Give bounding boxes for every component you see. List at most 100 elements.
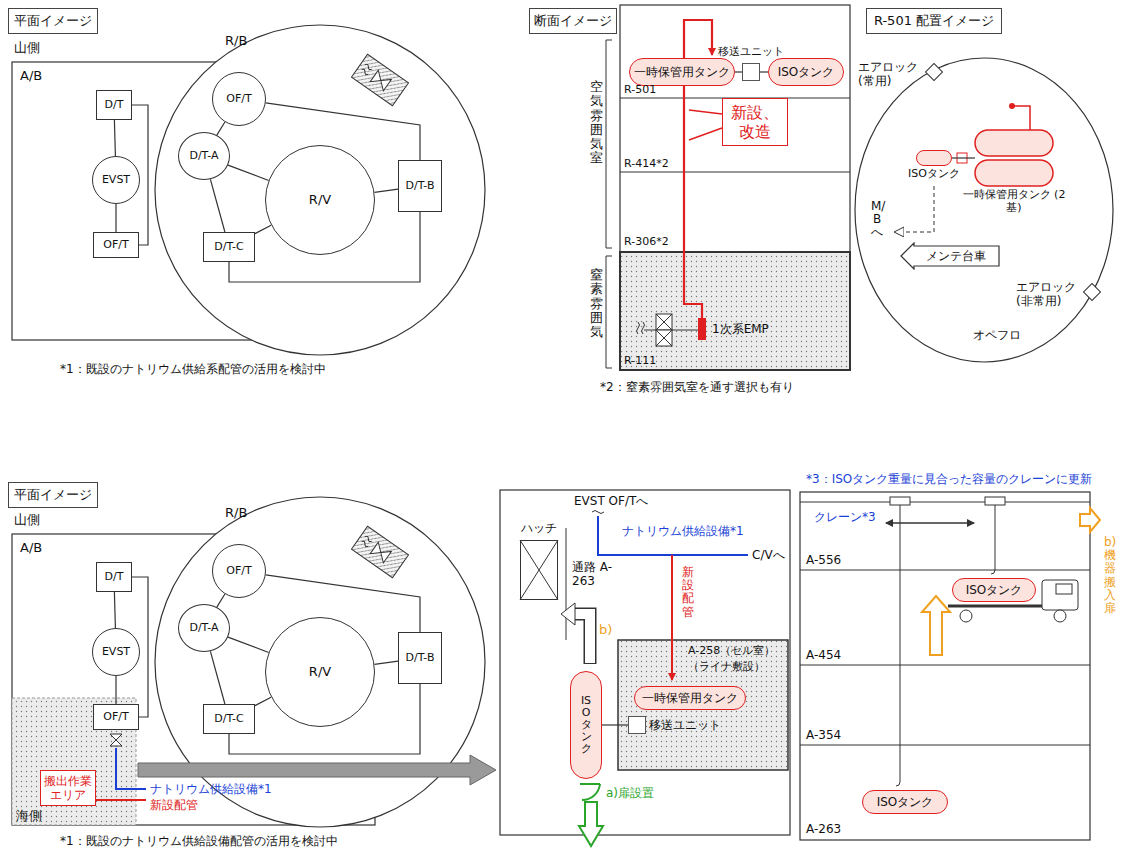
title-tag: R-501 配置イメージ [866, 8, 1002, 34]
zone-label: 空気雰囲気室 [590, 80, 603, 166]
tank-pill: 一時保管用タンク [634, 686, 746, 710]
cell-room: A-258（セル室）（ライナ敷設）一時保管用タンク移送ユニット [618, 640, 788, 770]
side-label: 山側 [14, 512, 40, 528]
node-text: OF/T [103, 238, 128, 251]
title-tag: 断面イメージ [529, 8, 617, 34]
connector-line [255, 697, 271, 705]
connector-line [602, 724, 628, 725]
tank-pill: ISOタンク [570, 671, 602, 779]
connector-line [114, 120, 115, 156]
node-text: OF/T [226, 92, 251, 105]
connector-line [115, 676, 116, 704]
floor-label: A-556 [806, 553, 841, 567]
tank-box: D/T [96, 90, 132, 120]
airlock-label: エアロック (非常用) [1016, 280, 1082, 309]
node-text: ISOタンク [581, 695, 592, 755]
route-label: b)機器搬入扉 [1104, 536, 1116, 615]
tank-circle: D/T-A [178, 132, 230, 180]
node-text: （ライナ敷設） [688, 660, 765, 673]
floor-circle: オペフロISOタンク一時保管用タンク (2基)メンテ台車 [855, 58, 1113, 362]
node-text: ISOタンク [877, 795, 934, 809]
room-label: R-501 [624, 83, 656, 96]
connector-line [210, 179, 225, 232]
connector-line [760, 71, 768, 72]
pipe-label: ナトリウム供給設備*1 [622, 524, 744, 538]
node-text: A/B [20, 68, 42, 84]
room-label: 通路 A-263 [572, 560, 614, 589]
tank-pill: ISOタンク [768, 58, 844, 86]
node-text: D/T [105, 570, 124, 583]
node-text: オペフロ [973, 328, 1021, 342]
reactor-building: R/BOF/TD/T-AR/VD/T-BD/T-C [155, 497, 485, 827]
connector-line [375, 661, 399, 664]
connector-line [255, 225, 271, 233]
node-text: R-501 配置イメージ [874, 13, 994, 29]
title-tag: 平面イメージ [8, 482, 98, 508]
tank-box: D/T-B [398, 160, 442, 212]
node-text: 一時保管用タンク [634, 65, 730, 79]
floor-label: A-263 [806, 822, 841, 836]
work-area-box: 搬出作業エリア [40, 770, 96, 806]
node-text: D/T [105, 98, 124, 111]
floor-label: A-454 [806, 648, 841, 662]
tank-box: D/T-C [203, 704, 255, 734]
tank-pair: 一時保管用タンク (2基) [975, 130, 1053, 186]
node-text: A/B [20, 540, 42, 556]
route-label: b) [599, 622, 612, 638]
pipe-label: ナトリウム供給設備*1 [150, 782, 272, 796]
node-text: ハッチ [521, 521, 557, 535]
tank-box: D/T [96, 562, 132, 592]
pipe-label: 新設配管 [150, 798, 198, 812]
tank-circle: OF/T [212, 544, 266, 598]
tank-circle: EVST [92, 156, 140, 204]
floor-label: A-354 [806, 728, 841, 742]
connector-line [952, 157, 975, 158]
cart-arrow-outline [901, 243, 999, 269]
tank-box: OF/T [93, 232, 139, 258]
node-text: 平面イメージ [14, 13, 92, 29]
node-text: EVST [102, 173, 130, 186]
connector-line [735, 71, 742, 72]
unit-box: 移送ユニット [742, 63, 760, 81]
reactor-vessel: R/V [265, 617, 375, 727]
unit-box: 移送ユニット [628, 716, 646, 734]
reactor-building: R/BOF/TD/T-AR/VD/T-BD/T-C [155, 25, 485, 355]
tank-pill: ISOタンク [862, 790, 948, 814]
note-text: *1：既設のナトリウム供給設備配管の活用を検討中 [60, 834, 338, 848]
hatch-box: ハッチ [520, 540, 558, 600]
reactor-vessel: R/V [265, 145, 375, 255]
airlock-label: エアロック (常用) [858, 60, 920, 89]
room-label: R-306*2 [624, 235, 669, 248]
node-text: 平面イメージ [14, 487, 92, 503]
node-text: R/V [309, 192, 331, 208]
connector-line [228, 165, 269, 180]
node-text: 一時保管用タンク (2基) [962, 188, 1066, 214]
tank-circle: D/T-A [178, 604, 230, 652]
node-text: ISOタンク [966, 583, 1023, 597]
note-text: *2：窒素雰囲気室を通す選択も有り [600, 380, 794, 394]
connector-line [210, 651, 225, 704]
node-text: EVST [102, 645, 130, 658]
connector-line [217, 122, 225, 135]
node-text: D/T-B [405, 179, 434, 192]
room-label: R-414*2 [624, 157, 669, 170]
note-text: *3：ISOタンク重量に見合った容量のクレーンに更新 [806, 472, 1092, 486]
node-text: R/B [225, 33, 247, 49]
node-text: メンテ台車 [926, 249, 986, 263]
node-text: 一時保管用タンク [642, 691, 738, 705]
crane-label: クレーン*3 [814, 510, 876, 524]
direction-label: M/Bへ [871, 200, 883, 240]
tank-pill: 一時保管用タンク [629, 58, 735, 86]
node-text: OF/T [226, 564, 251, 577]
tank-pill: ISOタンク [952, 578, 1036, 602]
node-text: R/V [309, 664, 331, 680]
tank-pill: ISOタンク [916, 150, 952, 166]
tank-box: D/T-B [398, 632, 442, 684]
cart-arrow: メンテ台車 [900, 242, 1000, 270]
node-text: 搬出作業エリア [43, 774, 93, 803]
room-label: R-111 [624, 354, 656, 367]
node-text: D/T-B [405, 651, 434, 664]
